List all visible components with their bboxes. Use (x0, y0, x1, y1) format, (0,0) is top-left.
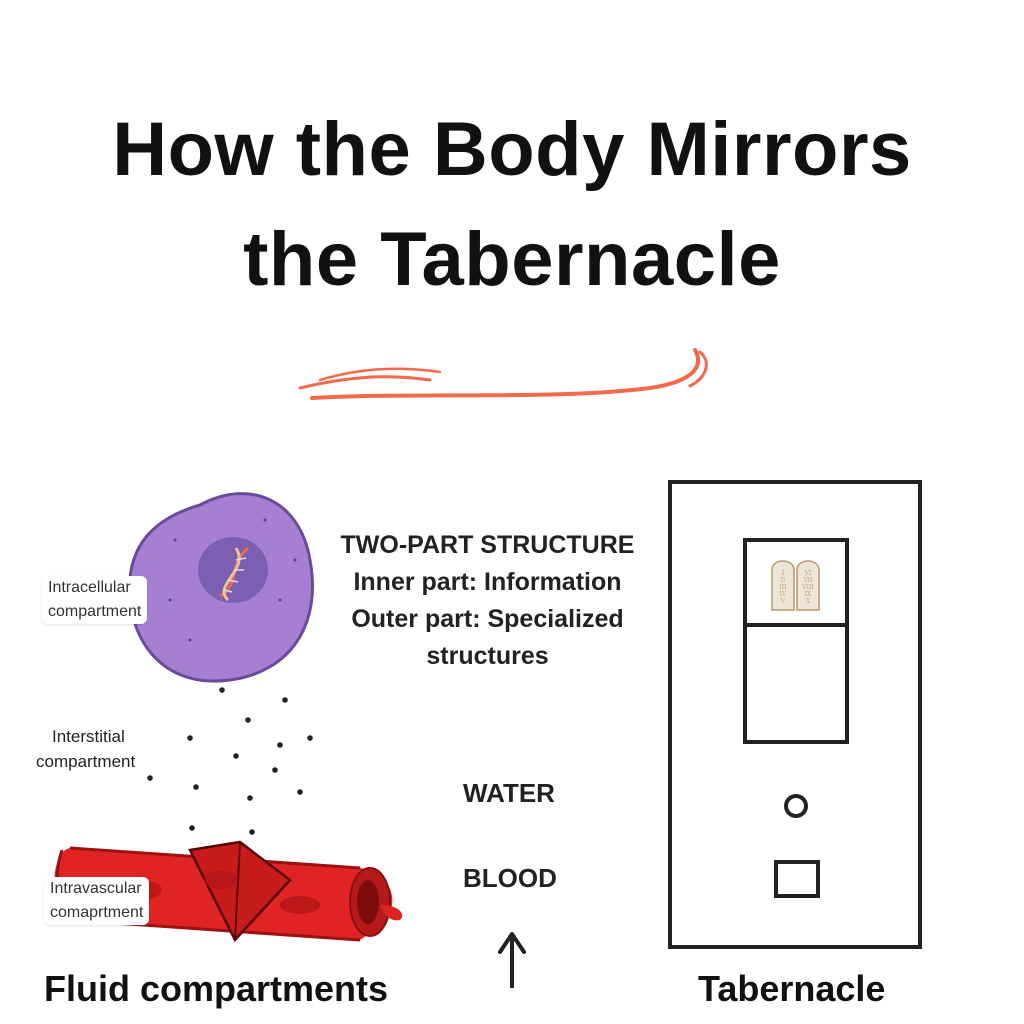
altar-icon (774, 860, 820, 898)
interstitial-label: Interstitial compartment (36, 724, 135, 774)
intravascular-label-line-1: Intravascular (50, 880, 142, 897)
blood-label: BLOOD (463, 863, 557, 893)
tablet-numeral: VII (802, 577, 813, 584)
swoosh-divider (298, 348, 708, 400)
tabernacle-caption: Tabernacle (698, 968, 886, 1009)
interstitial-label-line-1: Interstitial (52, 727, 125, 746)
fluid-compartments-caption: Fluid compartments (44, 968, 389, 1009)
tablet-numeral: VIII (801, 584, 814, 591)
structure-line-1: TWO-PART STRUCTURE (340, 531, 635, 559)
tablet-numeral: VI (804, 570, 812, 577)
interstitial-dots (147, 687, 313, 835)
intracellular-label: Intracellular compartment (42, 576, 148, 624)
tablet-numeral: I (782, 570, 785, 577)
page-title-line-2: the Tabernacle (243, 217, 781, 302)
structure-line-2: Inner part: Information (353, 568, 622, 596)
cell-illustration (127, 492, 314, 683)
page-title-line-1: How the Body Mirrors (112, 107, 912, 192)
intravascular-label: Intravascular comaprtment (44, 877, 150, 925)
intravascular-label-line-2: comaprtment (50, 904, 144, 921)
tablet-numeral: IX (805, 591, 812, 598)
water-label: WATER (463, 778, 555, 808)
structure-line-4: structures (426, 642, 549, 670)
structure-description: TWO-PART STRUCTURE Inner part: Informati… (320, 527, 655, 675)
up-arrow-icon (498, 932, 526, 988)
tabernacle-diagram (668, 480, 922, 949)
tablet-numeral: III (779, 584, 787, 591)
structure-line-3: Outer part: Specialized (351, 605, 624, 633)
tablet-numeral: X (806, 598, 811, 605)
tablet-numeral: IV (780, 591, 787, 598)
intracellular-label-line-1: Intracellular (48, 579, 131, 596)
interstitial-label-line-2: compartment (36, 752, 136, 771)
tablet-numeral: II (781, 577, 786, 584)
tablet-numeral: V (780, 598, 786, 605)
laver-icon (784, 794, 808, 818)
tabernacle-outer-court (668, 480, 922, 949)
tabernacle-tent (743, 538, 849, 744)
intracellular-label-line-2: compartment (48, 603, 142, 620)
